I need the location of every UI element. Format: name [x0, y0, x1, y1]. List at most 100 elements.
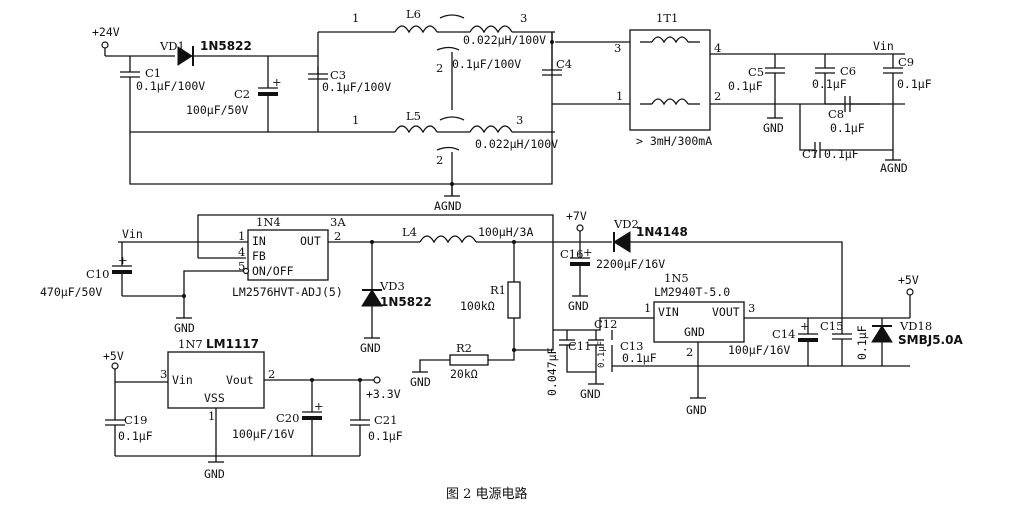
l6-pin1: 1 — [352, 11, 359, 25]
vd3-ref: VD3 — [379, 279, 405, 293]
n5-pin1: 1 — [644, 301, 651, 315]
n7-pin2: 2 — [268, 367, 275, 381]
c19-value: 0.1μF — [118, 429, 153, 443]
t1-box — [629, 29, 711, 131]
r1-value: 100kΩ — [460, 299, 495, 313]
plus3v3-label: +3.3V — [366, 387, 401, 401]
c5-ref: C5 — [748, 65, 764, 79]
vd3-part: 1N5822 — [380, 295, 432, 309]
n4-pin4: 4 — [238, 245, 245, 259]
vd2-ref: VD2 — [613, 217, 639, 231]
input-filter-section: +24V VD1 1N5822 C1 0.1μF/100V + C2 100μF… — [92, 7, 932, 213]
c16-gnd: GND — [568, 299, 589, 313]
c7-ref: C7 — [802, 147, 818, 161]
l5-ref: L5 — [406, 109, 421, 123]
svg-text:+: + — [314, 399, 324, 413]
vd18-diode-symbol — [871, 325, 893, 343]
c4-ref: C4 — [556, 57, 572, 71]
c12-value: 0.1μF — [597, 341, 607, 368]
r2-body — [449, 354, 489, 366]
l6-ref: L6 — [406, 7, 421, 21]
n4-pin5: 5 — [238, 259, 245, 273]
svg-text:+: + — [800, 319, 810, 333]
c16-value: 2200μF/16V — [596, 257, 665, 271]
c14-ref: C14 — [772, 327, 795, 341]
c16-ref: C16 — [560, 247, 583, 261]
c2-ref: C2 — [234, 87, 250, 101]
n5-pin2: 2 — [686, 345, 693, 359]
l4-value: 100μH/3A — [478, 225, 533, 239]
c15-value: 0.1μF — [855, 325, 869, 360]
l5-value: 0.022μH/100V — [475, 137, 558, 151]
r2-gnd: GND — [410, 375, 431, 389]
c20-ref: C20 — [276, 411, 299, 425]
c5-gnd: GND — [763, 121, 784, 135]
c11-value: 0.047μF — [545, 347, 559, 396]
n5-pin3: 3 — [748, 301, 755, 315]
t1-pin3: 3 — [614, 41, 621, 55]
vd1-diode-symbol — [177, 46, 193, 66]
l6-pin3: 3 — [520, 11, 527, 25]
c9-value: 0.1μF — [897, 77, 932, 91]
r1-ref: R1 — [490, 283, 506, 297]
n7-pin3: 3 — [160, 367, 167, 381]
ldo-3v3-section: +5V Vin Vout VSS 3 2 1 1N7 LM1117 C19 0.… — [103, 337, 403, 481]
t1-pin2: 2 — [714, 89, 721, 103]
n7-pin-vss: VSS — [204, 391, 225, 405]
t1-value: > 3mH/300mA — [636, 134, 712, 148]
vin-top-label: Vin — [873, 39, 894, 53]
vd18-ref: VD18 — [899, 319, 932, 333]
n4-current: 3A — [330, 215, 346, 229]
figure-caption: 图 2 电源电路 — [446, 486, 528, 502]
n7-pin-vout: Vout — [226, 373, 254, 387]
n4-pin-fb: FB — [252, 249, 266, 263]
vd18-part: SMBJ5.0A — [898, 333, 963, 347]
c11-gnd: GND — [580, 387, 601, 401]
vd1-part: 1N5822 — [200, 39, 252, 53]
n5-box — [653, 301, 745, 343]
n4-pin1: 1 — [238, 229, 245, 243]
n7-pin-vin: Vin — [172, 373, 193, 387]
t1-pin4: 4 — [714, 41, 721, 55]
plus24v-terminal — [101, 41, 109, 49]
n4-pin-out: OUT — [300, 234, 321, 248]
c3-ref: C3 — [330, 68, 346, 82]
n4-pin2: 2 — [334, 229, 341, 243]
t1-ref: 1T1 — [656, 11, 678, 25]
vd3-diode-symbol — [361, 289, 383, 307]
n5-ref: 1N5 — [664, 271, 689, 285]
c21-value: 0.1μF — [368, 429, 403, 443]
n4-gnd: GND — [174, 321, 195, 335]
n4-pin-in: IN — [252, 234, 266, 248]
c20-value: 100μF/16V — [232, 427, 294, 441]
r2-value: 20kΩ — [450, 367, 478, 381]
n5-pin-gnd: GND — [684, 325, 705, 339]
c8-value: 0.1μF — [830, 121, 865, 135]
svg-text:+: + — [118, 253, 128, 267]
c6-ref: C6 — [840, 64, 856, 78]
plus5v-left-label: +5V — [103, 349, 124, 363]
n5-gnd: GND — [686, 403, 707, 417]
c15-ref: C15 — [820, 319, 843, 333]
l4-ref: L4 — [402, 225, 417, 239]
vin-mid-label: Vin — [122, 227, 143, 241]
c11-ref: C11 — [568, 339, 591, 353]
svg-text:+: + — [272, 75, 282, 89]
n4-box — [247, 229, 329, 281]
t1-pin1: 1 — [616, 89, 623, 103]
plus5v-right-label: +5V — [898, 273, 919, 287]
l6-value: 0.022μH/100V — [463, 33, 546, 47]
c2-value: 100μF/50V — [186, 103, 248, 117]
n4-ref: 1N4 — [256, 215, 281, 229]
c1-ref: C1 — [145, 66, 161, 80]
c14-value: 100μF/16V — [728, 343, 790, 357]
c3-value: 0.1μF/100V — [322, 80, 391, 94]
svg-text:+: + — [583, 245, 593, 259]
n4-part: LM2576HVT-ADJ(5) — [232, 285, 343, 299]
n7-box — [167, 351, 265, 409]
c6-value: 0.1μF — [812, 77, 847, 91]
c5-value: 0.1μF — [728, 79, 763, 93]
c9-ref: C9 — [898, 55, 914, 69]
n7-pin1: 1 — [208, 409, 215, 423]
